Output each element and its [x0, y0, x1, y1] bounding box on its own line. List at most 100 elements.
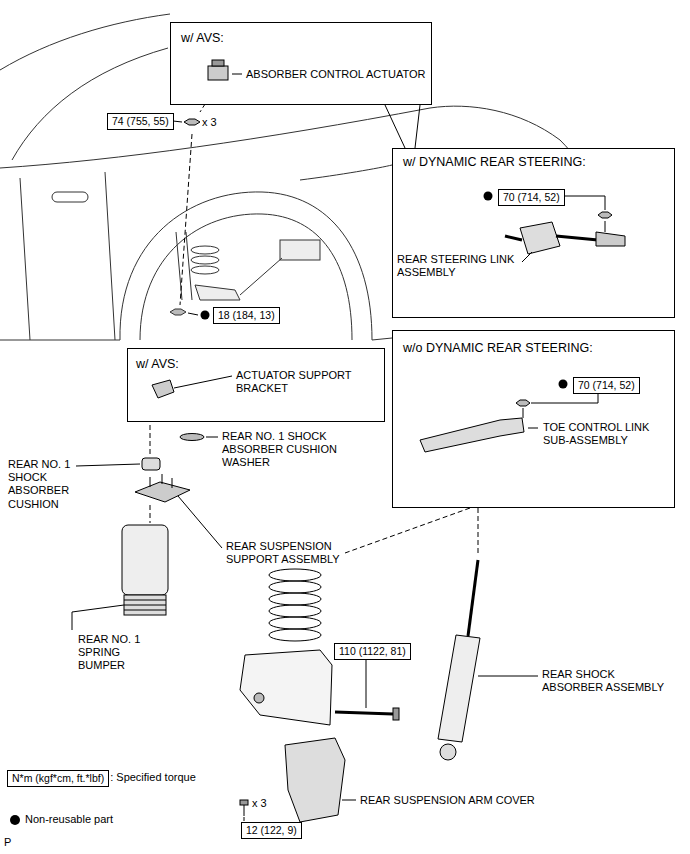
torque-value: 110 (1122, 81): [339, 645, 406, 658]
leader-line: [72, 605, 124, 630]
leader-line: [366, 660, 367, 708]
frame-ground: [392, 148, 675, 318]
option-frame: w/ DYNAMIC REAR STEERING:REAR STEERING L…: [392, 148, 675, 318]
coil-spring: [269, 605, 321, 617]
leader-line: [188, 313, 198, 315]
legend-text: : Specified torque: [110, 771, 196, 784]
body-line: [0, 14, 170, 70]
wheel-arch-inner: [140, 214, 352, 340]
part-name: ACTUATOR SUPPORT BRACKET: [236, 369, 376, 395]
shock-rod: [468, 560, 478, 636]
bellows-rib: [124, 600, 166, 610]
non-reusable-marks: [201, 192, 568, 389]
part-name: REAR NO. 1 SHOCK ABSORBER CUSHION: [8, 458, 83, 511]
bolt-head: [240, 800, 248, 805]
option-frame: w/ AVS: ABSORBER CONTROL ACTUATOR: [170, 22, 432, 105]
steering-link-inner: [505, 236, 522, 240]
torque-value: 70 (714, 52): [503, 191, 560, 204]
frame-ground: [170, 22, 430, 105]
leader-line: [232, 74, 242, 75]
part-name: ABSORBER CONTROL ACTUATOR: [246, 68, 426, 81]
dashed-guide: [150, 425, 151, 456]
non-reusable-dot: [559, 380, 568, 389]
frame-ground: [127, 348, 385, 422]
nut: [184, 119, 200, 125]
dashed-guide: [150, 505, 151, 523]
leader-line: [478, 676, 538, 677]
coil-spring: [269, 581, 321, 593]
option-frame: w/ AVS:ACTUATOR SUPPORT BRACKET: [127, 348, 385, 422]
door-handle: [52, 192, 88, 202]
leader-line: [522, 252, 532, 262]
toe-control-link: [420, 418, 524, 452]
absorber-control-actuator: [212, 60, 224, 66]
nut: [170, 309, 186, 315]
knuckle: [195, 285, 240, 300]
legend-text: Non-reusable part: [25, 813, 113, 826]
steering-actuator: [280, 240, 320, 260]
legend-torque-box: N*m (kgf*cm, ft.*lbf): [7, 770, 109, 787]
torque-box: 110 (1122, 81): [334, 643, 411, 660]
body-line: [12, 48, 168, 160]
ball-stud: [523, 408, 524, 418]
torque-box: 18 (184, 13): [213, 307, 280, 324]
door-seam: [20, 178, 30, 340]
torque-value: 74 (755, 55): [112, 115, 169, 128]
coil-spring: [269, 629, 321, 641]
arm-cover: [285, 738, 345, 822]
shock-absorber-cushion: [142, 458, 160, 470]
leader-line: [528, 428, 538, 429]
bolt: [244, 805, 245, 816]
torque-box: 12 (122, 9): [241, 822, 302, 839]
steering-link-rod: [556, 236, 598, 240]
suspension-arm: [240, 650, 332, 725]
coil-spring: [269, 569, 321, 581]
nut: [516, 400, 530, 406]
leader-line: [76, 464, 140, 466]
legend-row: : Specified torque: [110, 771, 196, 784]
part-name: REAR SUSPENSION ARM COVER: [360, 794, 535, 807]
quantity: x 3: [202, 116, 217, 129]
spring-coil: [191, 266, 219, 274]
option-frame: w/o DYNAMIC REAR STEERING:TOE CONTROL LI…: [392, 330, 675, 508]
frame-ground: [392, 330, 675, 508]
dashed-guide: [345, 508, 470, 553]
support-stud: [150, 474, 172, 488]
actuator-support-bracket: [152, 380, 174, 398]
part-name: TOE CONTROL LINK SUB-ASSEMBLY: [543, 421, 668, 447]
part-name: REAR NO. 1 SPRING BUMPER: [78, 633, 158, 673]
part-name: REAR NO. 1 SHOCK ABSORBER CUSHION WASHER: [222, 430, 347, 470]
shock-body: [438, 635, 480, 742]
part-name: REAR SHOCK ABSORBER ASSEMBLY: [542, 668, 677, 694]
absorber-control-actuator: [208, 66, 228, 80]
ball-stud: [605, 221, 606, 232]
figure-code: P: [4, 836, 11, 849]
nut: [598, 212, 612, 218]
legend-row: Non-reusable part: [10, 813, 113, 826]
spring-bumper-bellows: [124, 595, 166, 615]
torque-box: 74 (755, 55): [107, 113, 174, 130]
spring-coil: [191, 246, 219, 254]
body-line: [0, 338, 392, 340]
frame-tail: [385, 105, 405, 148]
cushion-washer: [180, 434, 204, 441]
coil-spring: [269, 593, 321, 605]
torque-value: 12 (122, 9): [246, 824, 297, 837]
coil-spring: [269, 617, 321, 629]
leader-line: [174, 376, 232, 388]
spring-coil: [191, 256, 219, 264]
leader-line: [178, 496, 222, 548]
shock-eye: [440, 744, 456, 760]
legend-sample-text: N*m (kgf*cm, ft.*lbf): [12, 772, 104, 785]
body-line: [300, 165, 392, 180]
suspension-support: [135, 482, 190, 502]
option-heading: w/ DYNAMIC REAR STEERING:: [403, 155, 586, 170]
wheel-arch: [120, 192, 372, 340]
option-heading: w/ AVS:: [181, 31, 224, 46]
torque-box: 70 (714, 52): [573, 377, 640, 394]
leader-line: [342, 800, 356, 801]
installed-suspension: [170, 232, 320, 315]
frame-tails: [385, 105, 420, 148]
non-reusable-dot: [10, 815, 20, 825]
